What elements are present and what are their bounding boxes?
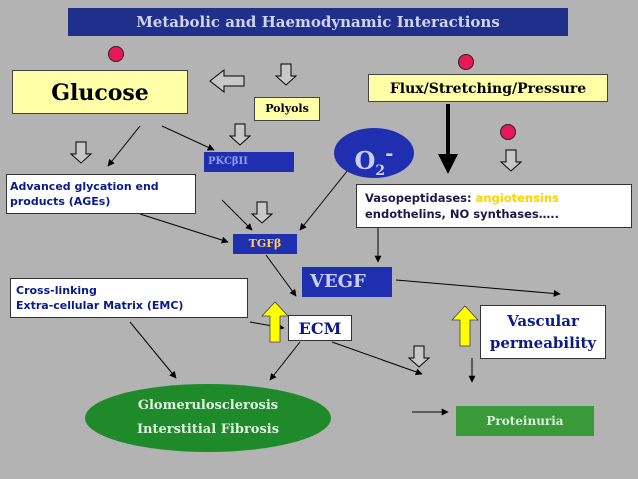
node-polyols: Polyols [254, 97, 320, 121]
arrow-age-to-tgf [139, 213, 229, 244]
node-vegf: VEGF [302, 267, 392, 297]
marker-dot [108, 46, 124, 62]
node-tgf: TGFβ [233, 234, 297, 254]
cross-line-1: Cross-linking [16, 284, 97, 297]
node-cross-linking: Cross-linking Extra-cellular Matrix (EMC… [10, 278, 248, 318]
block-arrow-down-polyols [274, 63, 298, 86]
arrow-glucose-to-pkc [161, 125, 215, 151]
node-proteinuria: Proteinuria [456, 406, 594, 436]
marker-dot [458, 54, 474, 70]
arrow-glucose-to-age [107, 125, 141, 167]
cross-line-2: Extra-cellular Matrix (EMC) [16, 299, 184, 312]
vaso-line-2: endothelins, NO synthases….. [365, 207, 559, 221]
marker-dot [500, 124, 516, 140]
node-vascular-permeability: Vascular permeability [480, 305, 606, 359]
o2-charge: - [385, 141, 394, 165]
vasc-line-1: Vascular [507, 312, 579, 330]
arrow-pkc-to-tgf [221, 199, 253, 231]
block-arrow-down-left [69, 141, 93, 164]
block-arrow-down-pkc [228, 123, 252, 146]
arrow-tgf-to-ecm [265, 254, 297, 297]
arrow-o2-to-tgf [299, 169, 349, 231]
block-arrow-left-glucose [209, 68, 245, 94]
vaso-highlight: angiotensins [475, 191, 559, 205]
node-age: Advanced glycation end products (AGEs) [6, 174, 196, 214]
node-glucose: Glucose [12, 70, 188, 114]
block-arrow-down-right [499, 149, 523, 172]
vasc-line-2: permeability [489, 334, 597, 352]
age-line-1: Advanced glycation end [10, 180, 159, 193]
node-superoxide: O2- [334, 128, 414, 179]
o2-subscript: 2 [375, 162, 386, 179]
age-line-2: products (AGEs) [10, 195, 111, 208]
node-vasopeptidases: Vasopeptidases: angiotensins endothelins… [356, 184, 632, 228]
up-arrow-ecm [261, 301, 289, 343]
block-arrow-down-prot [407, 345, 431, 368]
arrow-vegf-to-vasc [395, 279, 561, 297]
arrow-ecm-to-glom [269, 341, 301, 381]
arrow-cross-to-glom [129, 321, 177, 379]
node-glomerulosclerosis: Glomerulosclerosis Interstitial Fibrosis [85, 384, 331, 452]
page-title: Metabolic and Haemodynamic Interactions [68, 8, 568, 36]
node-flux: Flux/Stretching/Pressure [368, 74, 608, 102]
o2-symbol: O [354, 146, 376, 175]
up-arrow-vasc [451, 305, 479, 347]
arrow-ecm-to-prot [331, 341, 423, 376]
node-pkc: PKCβII [204, 152, 294, 172]
vaso-label: Vasopeptidases: [365, 191, 472, 205]
node-ecm: ECM [288, 315, 352, 341]
block-arrow-down-tgf [250, 201, 274, 224]
glom-line-1: Glomerulosclerosis [137, 398, 279, 413]
glom-line-2: Interstitial Fibrosis [136, 422, 280, 437]
